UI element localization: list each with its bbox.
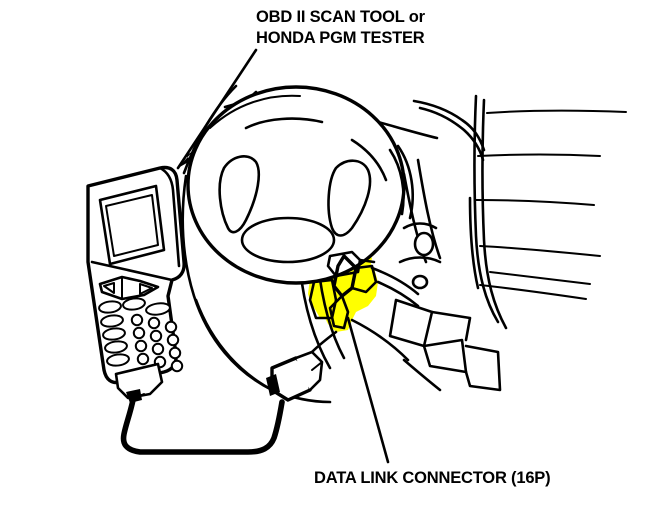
scan-tool [86,165,186,403]
scan-tool-label-line1: OBD II SCAN TOOL or [256,8,426,26]
data-link-connector-callout-leader [346,316,390,464]
obd-plug [266,330,338,402]
scan-tool-keypad [130,313,184,373]
data-link-connector-label: DATA LINK CONNECTOR (16P) [314,469,550,487]
scan-tool-callout-leader [176,48,258,170]
data-link-connector [308,250,378,330]
steering-wheel [186,85,414,285]
scan-tool-label-line2: HONDA PGM TESTER [256,29,425,47]
scan-tool-cable [120,393,285,455]
